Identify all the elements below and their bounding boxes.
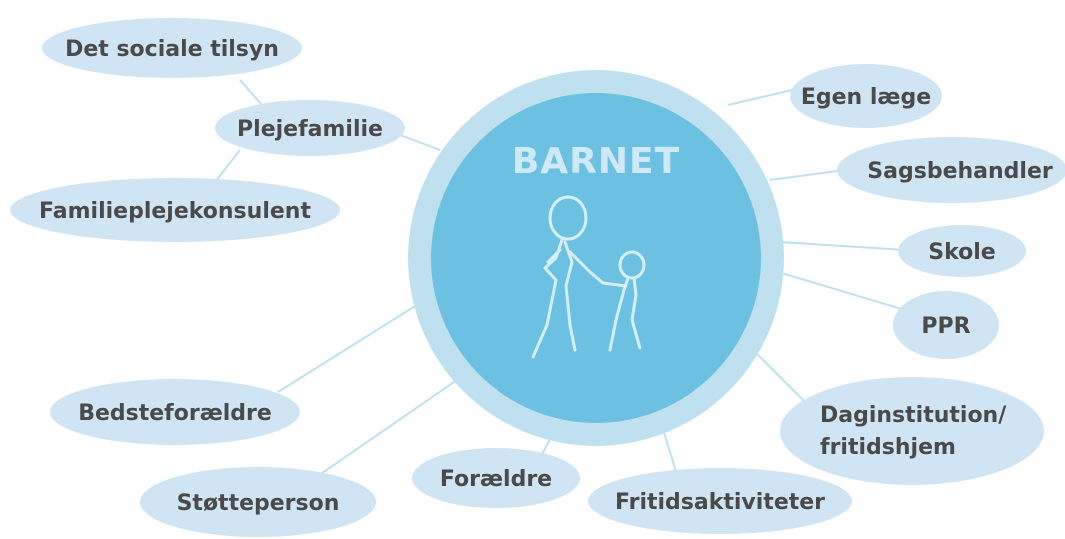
connector-stoetteperson: [314, 372, 468, 479]
node-label: Det sociale tilsyn: [65, 37, 279, 62]
connector-familieplejekonsulent: [214, 149, 241, 183]
node-egen-laege: Egen læge: [790, 64, 942, 128]
adult-child-figure-icon: [531, 195, 646, 359]
node-label: Forældre: [440, 467, 552, 492]
node-label: Plejefamilie: [237, 117, 383, 142]
node-foraeldre: Forældre: [412, 448, 580, 508]
node-daginstitution: Daginstitution/ fritidshjem: [780, 377, 1044, 485]
node-skole: Skole: [898, 225, 1026, 277]
node-label: Fritidsaktiviteter: [615, 490, 825, 515]
node-bedsteforaeldre: Bedsteforældre: [50, 379, 300, 445]
node-stoetteperson: Støtteperson: [140, 467, 376, 537]
connector-plejefamilie: [399, 134, 441, 151]
center-title: BARNET: [512, 141, 680, 182]
connectors: [214, 79, 906, 479]
node-ppr: PPR: [893, 291, 999, 359]
node-label: Sagsbehandler: [867, 159, 1053, 184]
node-label: Skole: [928, 240, 995, 265]
connector-det-sociale-tilsyn: [239, 79, 263, 106]
node-label: Familieplejekonsulent: [39, 199, 311, 224]
node-label: Bedsteforældre: [78, 401, 272, 426]
node-label: PPR: [921, 314, 970, 339]
center-inner-circle: [431, 93, 761, 423]
node-familieplejekonsulent: Familieplejekonsulent: [10, 178, 340, 242]
node-sagsbehandler: Sagsbehandler: [837, 137, 1065, 203]
node-plejefamilie: Plejefamilie: [215, 100, 405, 156]
node-label: Støtteperson: [177, 491, 340, 516]
connector-bedsteforaeldre: [277, 297, 429, 393]
node-fritidsaktiviteter: Fritidsaktiviteter: [588, 468, 852, 534]
connector-sagsbehandler: [769, 169, 846, 181]
node-label-line1: Daginstitution/: [820, 403, 1007, 428]
connector-skole: [779, 241, 906, 251]
connector-egen-laege: [727, 89, 793, 106]
node-label: Egen læge: [801, 85, 931, 110]
node-det-sociale-tilsyn: Det sociale tilsyn: [42, 18, 302, 78]
connector-ppr: [777, 271, 906, 311]
node-label-line2: fritidshjem: [820, 435, 956, 460]
